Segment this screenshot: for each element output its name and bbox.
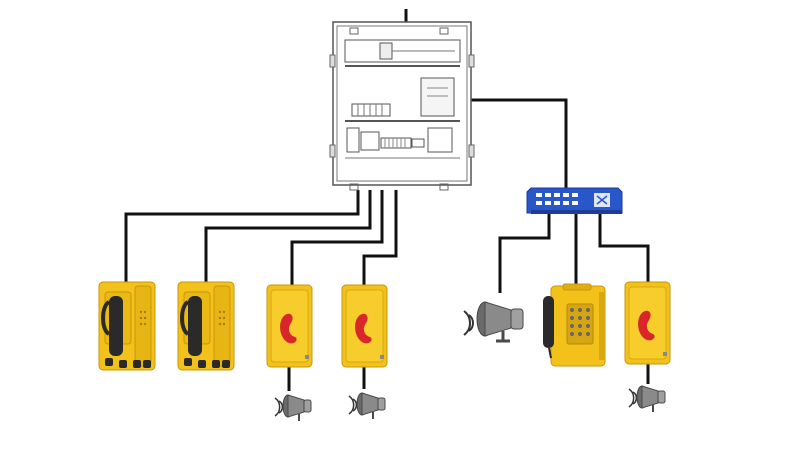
- horn-1: [274, 394, 312, 421]
- wire-to-phone-3: [290, 190, 384, 285]
- phone-5: [624, 281, 671, 365]
- emergency-phone-red-icon: [341, 284, 388, 368]
- horn-large: [463, 301, 524, 343]
- horn-speaker-icon: [274, 394, 312, 421]
- control-cabinet-icon: [329, 21, 475, 191]
- horn-2: [348, 392, 386, 419]
- horn-speaker-icon: [628, 385, 666, 412]
- horn-speaker-icon: [348, 392, 386, 419]
- phone-3: [266, 284, 313, 368]
- wire-to-phone-1: [124, 190, 360, 282]
- wire-switch-to-horn: [498, 213, 551, 293]
- phone-2: [177, 281, 235, 371]
- network-switch-icon: [526, 187, 623, 214]
- horn-speaker-icon: [463, 301, 524, 343]
- wire-to-phone-4: [362, 190, 398, 285]
- weatherproof-phone-handset-icon: [177, 281, 235, 371]
- keypad-phone: [543, 283, 606, 367]
- keypad-phone-icon: [543, 283, 606, 367]
- wire-switch-to-phone-5: [598, 213, 650, 282]
- wire-to-switch: [470, 98, 568, 188]
- weatherproof-phone-handset-icon: [98, 281, 156, 371]
- horn-3: [628, 385, 666, 412]
- emergency-phone-red-icon: [266, 284, 313, 368]
- wire-to-phone-2: [204, 190, 372, 282]
- phone-4: [341, 284, 388, 368]
- phone-1: [98, 281, 156, 371]
- emergency-phone-red-icon: [624, 281, 671, 365]
- wiring: [124, 9, 650, 391]
